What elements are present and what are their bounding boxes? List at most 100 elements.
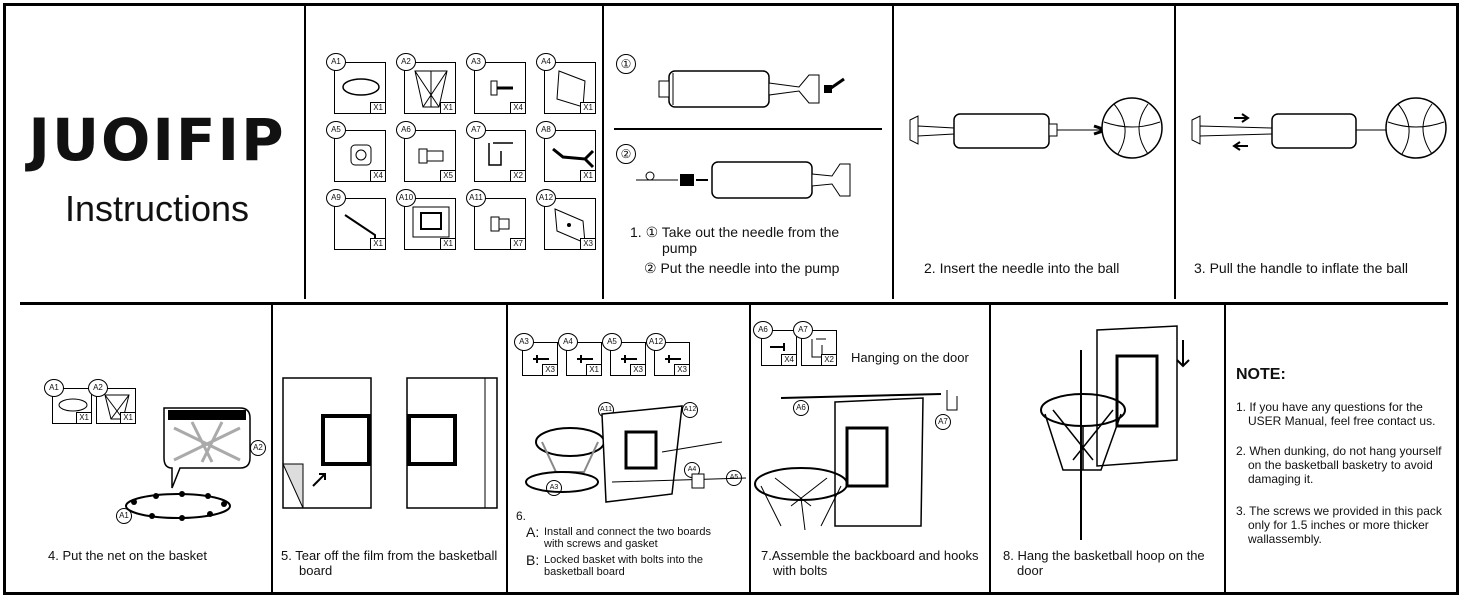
assemble-boards-icon (525, 405, 747, 503)
step4-part-a1-label: A1 (44, 379, 64, 397)
part-id-label: A3 (466, 53, 486, 71)
part-id-label: A2 (396, 53, 416, 71)
inflate-ball-icon (1191, 97, 1447, 159)
hoop-on-door-icon (1040, 325, 1190, 540)
part-id-label: A12 (646, 333, 666, 351)
part-qty: X2 (510, 170, 525, 181)
part-id-label: A1 (326, 53, 346, 71)
step6-a-line1: Install and connect the two boards (544, 526, 711, 538)
part-id-label: A4 (558, 333, 578, 351)
step7-heading: Hanging on the door (851, 350, 969, 365)
step5-caption-line2: board (299, 563, 333, 578)
step6-number: 6. (516, 509, 527, 523)
part-id-label: A8 (536, 121, 556, 139)
part-qty: X1 (580, 102, 595, 113)
hardware-icon (577, 355, 593, 363)
step4-label-a1: A1 (116, 508, 132, 524)
step6-callout-a3: A3 (546, 480, 562, 496)
part-qty: X1 (440, 238, 455, 249)
step4-part-a2: A2 X1 (88, 379, 136, 424)
step1-panel: ① ② 1. ① Take out the needle from the pu… (604, 6, 894, 299)
notes-title: NOTE: (1236, 366, 1286, 383)
part-id-label: A11 (466, 189, 486, 207)
bolt-icon (418, 148, 444, 164)
step1-divider (614, 128, 882, 130)
part-qty: X3 (674, 364, 689, 375)
part-id-label: A9 (326, 189, 346, 207)
note-3-line3: wallassembly. (1248, 532, 1322, 546)
step7-part-a7: A7 X2 (793, 321, 837, 366)
part-qty: X4 (510, 102, 525, 113)
step6-b-line2: basketball board (544, 566, 625, 578)
brand-panel: JUOIFIP Instructions (6, 6, 306, 299)
note-2-line1: 2. When dunking, do not hang yourself (1236, 444, 1442, 458)
step6-a-letter: A: (526, 524, 540, 540)
pump-and-ball-icon (909, 97, 1163, 159)
step7-label-a6: A6 (793, 400, 809, 416)
note-3-line1: 3. The screws we provided in this pack (1236, 504, 1442, 518)
step7-caption-line1: 7.Assemble the backboard and hooks (761, 548, 979, 563)
step6-callout-a12: A12 (682, 402, 698, 418)
step6-b-line1: Locked basket with bolts into the (544, 554, 703, 566)
notes-panel: NOTE: 1. If you have any questions for t… (1226, 302, 1456, 592)
part-id-label: A4 (536, 53, 556, 71)
row-divider (20, 302, 1448, 305)
screw-icon (490, 80, 513, 96)
hardware-icon (665, 355, 681, 363)
step1-caption-line3: ② Put the needle into the pump (644, 260, 840, 276)
hooks-and-backboard-icon (754, 390, 958, 531)
part-qty: X4 (370, 170, 385, 181)
part-id-label: A7 (466, 121, 486, 139)
pump-with-needle-out-icon (658, 70, 845, 108)
step7-part-a7-label: A7 (793, 321, 813, 339)
part-id-label: A10 (396, 189, 416, 207)
part-qty: X7 (510, 238, 525, 249)
step7-part-a7-qty: X2 (821, 354, 836, 365)
part-id-label: A3 (514, 333, 534, 351)
instructions-title: Instructions (64, 188, 250, 229)
pump-with-needle-in-icon (636, 161, 851, 199)
step2-panel: 2. Insert the needle into the ball (894, 6, 1176, 299)
brand-name: JUOIFIP (28, 106, 286, 174)
part-qty: X1 (586, 364, 601, 375)
step7-label-a7: A7 (935, 414, 951, 430)
step2-caption: 2. Insert the needle into the ball (924, 260, 1120, 276)
note-1-line1: 1. If you have any questions for the (1236, 400, 1423, 414)
wrench-icon (552, 147, 595, 169)
step1-caption-line2: pump (662, 240, 698, 256)
nut-icon (350, 144, 372, 166)
step4-part-a2-label: A2 (88, 379, 108, 397)
part-id-label: A5 (326, 121, 346, 139)
part-qty: X3 (630, 364, 645, 375)
step8-caption-line2: door (1017, 563, 1044, 578)
backboard-icon (412, 206, 450, 238)
step7-panel: A6 X4 A7 X2 Hanging on the door A6 A7 7.… (751, 302, 991, 592)
net-icon (414, 70, 448, 108)
backboard-film-icon (282, 377, 498, 509)
step4-part-a1-qty: X1 (76, 412, 91, 423)
step3-caption: 3. Pull the handle to inflate the ball (1194, 260, 1409, 276)
step8-panel: 8. Hang the basketball hoop on the door (991, 302, 1226, 592)
step3-panel: 3. Pull the handle to inflate the ball (1176, 6, 1456, 299)
step7-caption-line2: with bolts (773, 563, 828, 578)
step5-panel: 5. Tear off the film from the basketball… (273, 302, 508, 592)
step4-label-a2: A2 (250, 440, 266, 456)
part-qty: X1 (440, 102, 455, 113)
step1-number-a: ① (616, 54, 636, 74)
part-qty: X5 (440, 170, 455, 181)
hoop-ring-icon (342, 78, 380, 96)
